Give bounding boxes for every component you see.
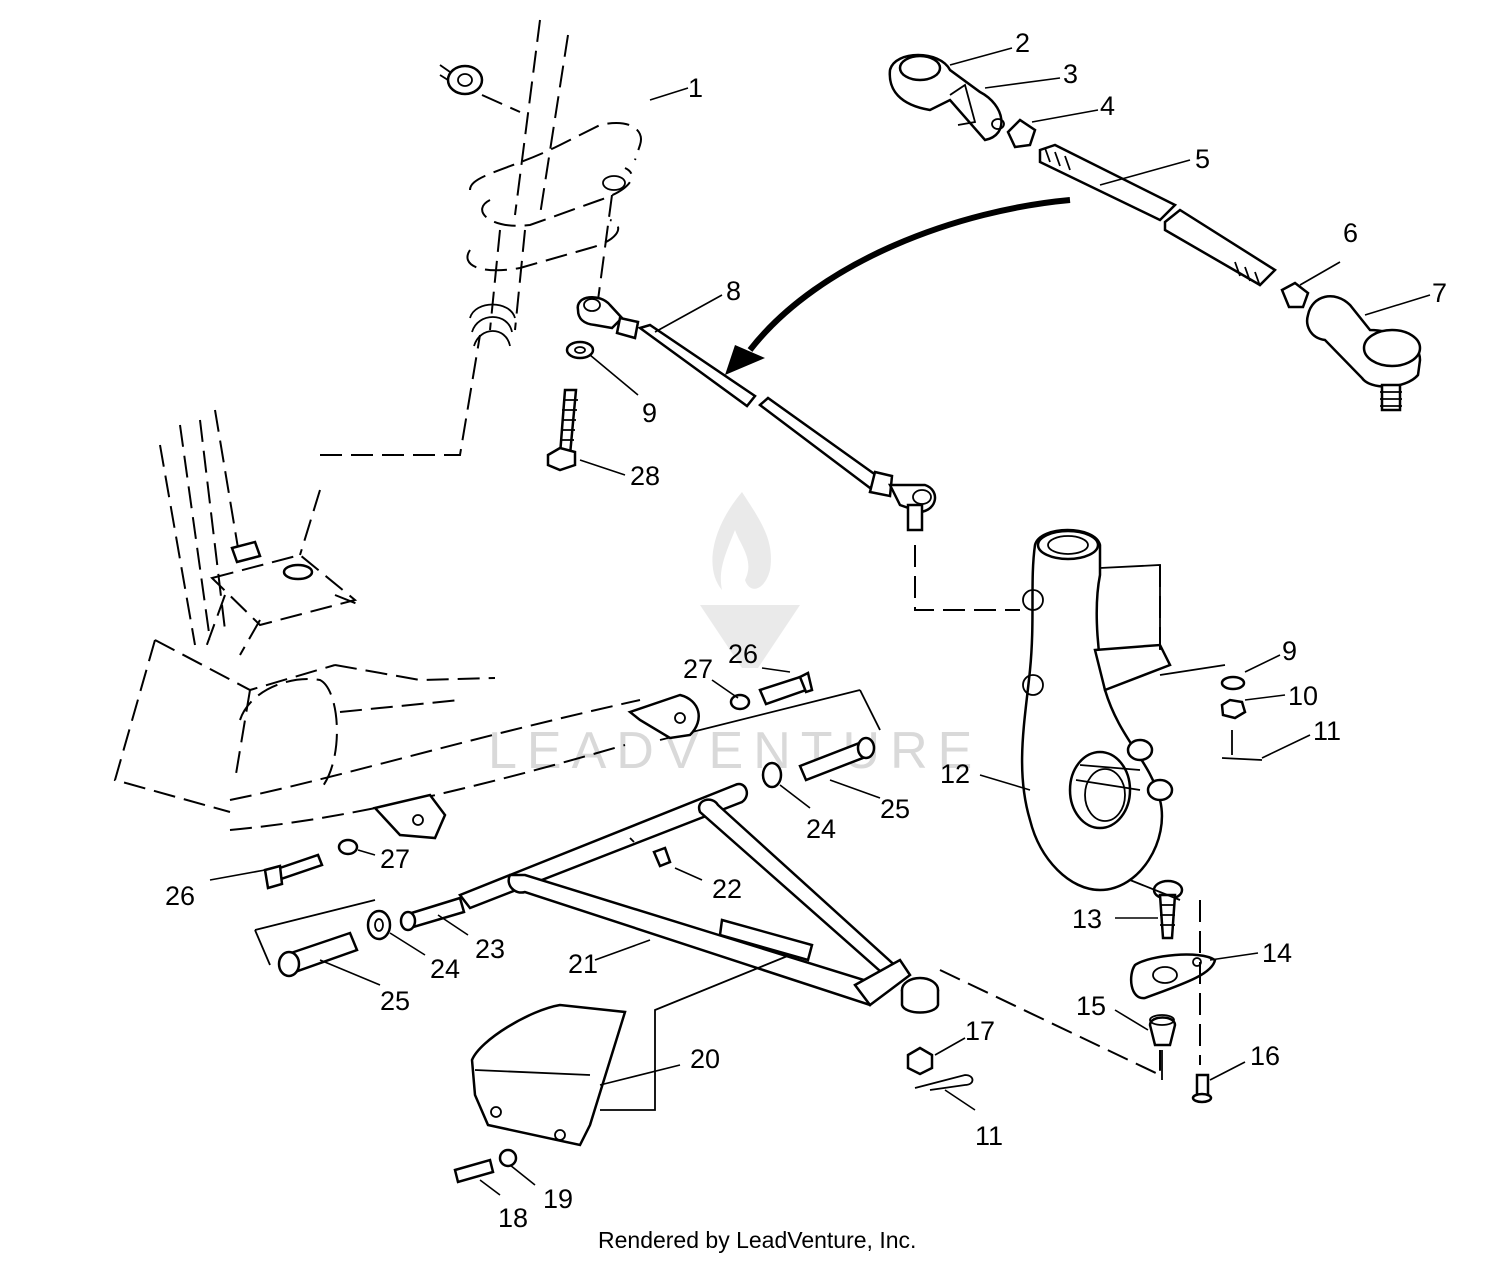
footer-credit: Rendered by LeadVenture, Inc. [598, 1227, 916, 1253]
callout-26-left: 26 [165, 881, 195, 911]
callout-25-right: 25 [880, 794, 910, 824]
callout-9-right: 9 [1282, 636, 1297, 666]
leader-lines [209, 47, 1431, 1196]
callout-4: 4 [1100, 91, 1115, 121]
callout-20: 20 [690, 1044, 720, 1074]
callout-10: 10 [1288, 681, 1318, 711]
callout-8: 8 [726, 276, 741, 306]
callout-21: 21 [568, 949, 598, 979]
tie-rod-exploded [888, 53, 1422, 412]
steering-post [439, 19, 642, 347]
callout-25-left: 25 [380, 986, 410, 1016]
callout-3: 3 [1063, 59, 1078, 89]
callout-9-upper: 9 [642, 398, 657, 428]
spindle [1020, 528, 1226, 892]
callout-18: 18 [498, 1203, 528, 1233]
callout-24-left: 24 [430, 954, 460, 984]
callout-11-lower: 11 [975, 1121, 1003, 1151]
watermark-text: LEADVENTURE [488, 722, 982, 780]
spindle-hardware [1129, 675, 1263, 1104]
callout-7: 7 [1432, 278, 1447, 308]
callout-13: 13 [1072, 904, 1102, 934]
callout-11-right: 11 [1313, 716, 1341, 746]
callout-1: 1 [688, 73, 703, 103]
callout-2: 2 [1015, 28, 1030, 58]
assembly-arrow [725, 197, 1071, 375]
a-arm [458, 782, 940, 1014]
callout-26-right: 26 [728, 639, 758, 669]
callout-labels: 1 2 3 4 5 6 7 8 9 9 10 11 11 12 13 14 15… [165, 28, 1447, 1233]
callout-27-left: 27 [380, 844, 410, 874]
callout-22: 22 [712, 874, 742, 904]
callout-17: 17 [965, 1016, 995, 1046]
frame [113, 334, 641, 840]
callout-6: 6 [1343, 218, 1358, 248]
callout-16: 16 [1250, 1041, 1280, 1071]
pivot-hardware-right [627, 671, 876, 789]
callout-19: 19 [543, 1184, 573, 1214]
callout-24-right: 24 [806, 814, 836, 844]
callout-5: 5 [1195, 144, 1210, 174]
callout-23: 23 [475, 934, 505, 964]
pivot-hardware [254, 689, 881, 978]
callout-12: 12 [940, 759, 970, 789]
callout-15: 15 [1076, 991, 1106, 1021]
leadventure-watermark: LEADVENTURE [488, 492, 982, 780]
skid-plate [453, 954, 1161, 1184]
callout-28: 28 [630, 461, 660, 491]
tie-rod-assembled [546, 296, 1020, 611]
callout-14: 14 [1262, 938, 1292, 968]
callout-27-right: 27 [683, 654, 713, 684]
